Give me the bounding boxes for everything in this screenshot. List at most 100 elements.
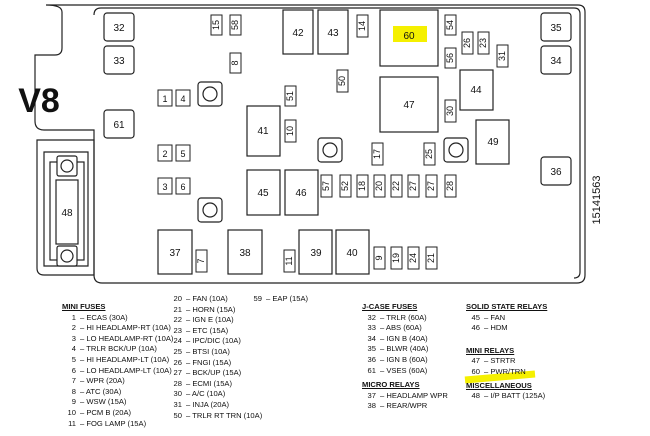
legend-entry-label: HORN (15A): [192, 304, 236, 314]
legend-entry: 25– BTSI (10A): [168, 347, 262, 358]
legend-entry-number: 1: [71, 312, 76, 322]
pos-44: 44: [470, 85, 482, 96]
legend-entry-number: 6: [71, 365, 76, 375]
legend-entry: 31– INJA (20A): [168, 400, 262, 411]
pos-60: 60: [403, 31, 415, 42]
legend-entry-number: 48: [471, 391, 480, 401]
pos-40: 40: [346, 248, 358, 259]
legend-entry-number: 4: [71, 344, 76, 354]
legend-entry-number: 23: [173, 325, 182, 335]
legend-entry-label: PCM B (20A): [86, 407, 132, 417]
pos-25: 25: [424, 149, 434, 159]
legend-entry-label: FAN (10A): [192, 294, 228, 303]
legend-entry-number: 22: [173, 315, 182, 325]
legend-entry: 20– FAN (10A): [168, 294, 262, 305]
legend-entry-number: 36: [367, 354, 376, 364]
pos-49: 49: [487, 137, 499, 148]
pos-35: 35: [550, 23, 562, 34]
legend-entry-label: INJA (20A): [192, 399, 230, 409]
legend-entry: 35– BLWR (40A): [362, 344, 448, 355]
legend-entry: 34– IGN B (40A): [362, 334, 448, 345]
pos-27b: 27: [426, 181, 436, 191]
engine-label: V8: [18, 82, 60, 120]
part-number: 15141563: [591, 176, 603, 225]
legend-entry-number: 27: [173, 368, 182, 378]
legend-entry: 50– TRLR RT TRN (10A): [168, 410, 263, 422]
highlight-60: [393, 26, 427, 42]
legend-entry: 8– ATC (30A): [62, 387, 173, 398]
legend-mini-fuses-3: 59– EAP (15A): [248, 294, 309, 305]
pos-9: 9: [374, 255, 384, 260]
legend-entry-label: ECMI (15A): [192, 378, 233, 388]
legend-entry-label: TRLR RT TRN (10A): [192, 410, 263, 420]
legend-entry: 47– STRTR: [466, 356, 547, 367]
pos-15: 15: [211, 20, 221, 30]
legend-entry-label: BTSI (10A): [192, 346, 230, 356]
legend-entry-label: LO HEADLAMP-LT (10A): [86, 365, 172, 375]
legend-entry: 9– WSW (15A): [62, 397, 173, 408]
highlight-legend-60: [464, 370, 536, 384]
legend-entry-number: 3: [71, 333, 76, 343]
legend-entry: 7– WPR (20A): [62, 376, 173, 387]
pos-7: 7: [196, 258, 206, 263]
pos-58: 58: [230, 20, 240, 30]
legend-entry: 48– I/P BATT (125A): [466, 391, 547, 402]
legend-entry-number: 47: [471, 356, 480, 366]
pos-39: 39: [310, 248, 322, 259]
legend-entry-number: 61: [367, 365, 376, 375]
legend-entry: 27– BCK/UP (15A): [168, 368, 262, 379]
legend-entry: 38– REAR/WPR: [362, 401, 448, 412]
legend-entry: 28– ECMI (15A): [168, 379, 262, 390]
legend-entry-number: 25: [173, 346, 182, 356]
legend-entry-number: 26: [173, 357, 182, 367]
pos-41: 41: [257, 126, 269, 137]
legend-entry: 11– FOG LAMP (15A): [62, 419, 173, 430]
legend-entry-label: FAN: [490, 312, 506, 322]
legend-entry-number: 2: [71, 323, 76, 333]
pos-4: 4: [180, 94, 185, 104]
pos-10: 10: [285, 126, 295, 136]
legend-entry-label: VSES (60A): [386, 365, 428, 375]
pos-23: 23: [478, 38, 488, 48]
legend-entry-label: WPR (20A): [86, 376, 125, 386]
legend-entry-label: REAR/WPR: [386, 401, 428, 411]
pos-42: 42: [292, 28, 304, 39]
pos-52: 52: [340, 181, 350, 191]
pos-1: 1: [162, 94, 167, 104]
pos-20: 20: [374, 181, 384, 191]
legend-entry-number: 46: [471, 323, 480, 333]
legend-entry-number: 60: [471, 366, 480, 376]
legend-entry-number: 35: [367, 344, 376, 354]
pos-47: 47: [403, 100, 415, 111]
pos-8: 8: [230, 60, 240, 65]
pos-48: 48: [61, 208, 73, 219]
legend-entry-number: 38: [367, 401, 376, 411]
pos-33: 33: [113, 56, 125, 67]
legend-entry-number: 37: [367, 390, 376, 400]
legend-entry-number: 5: [71, 354, 76, 364]
legend-entry-label: FNGI (15A): [192, 357, 232, 367]
pos-54: 54: [445, 20, 455, 30]
legend-entry: 4– TRLR BCK/UP (10A): [62, 344, 173, 355]
legend-entry-label: BCK/UP (15A): [192, 368, 242, 378]
legend-entry: 37– HEADLAMP WPR: [362, 391, 448, 402]
pos-19: 19: [391, 253, 401, 263]
pos-27: 27: [408, 181, 418, 191]
legend-entry-label: PWR/TRN: [490, 366, 526, 376]
legend-entry-label: ECAS (30A): [86, 312, 128, 322]
legend-entry-label: FOG LAMP (15A): [86, 418, 147, 428]
pos-34: 34: [550, 56, 562, 67]
legend-entry: 45– FAN: [466, 313, 547, 324]
pos-6: 6: [180, 182, 185, 192]
pos-51: 51: [285, 91, 295, 101]
legend-entry-number: 9: [71, 397, 76, 407]
legend-mini-fuses: MINI FUSES 1– ECAS (30A)2– HI HEADLAMP-R…: [62, 302, 173, 429]
legend-entry: 60– PWR/TRN: [466, 367, 547, 378]
pos-61: 61: [113, 120, 125, 131]
legend-entry: 23– ETC (15A): [168, 326, 262, 337]
pos-46: 46: [295, 188, 307, 199]
legend-entry-label: IGN B (40A): [386, 333, 428, 343]
legend-entry: 24– IPC/DIC (10A): [168, 336, 262, 347]
legend-entry-label: A/C (10A): [191, 389, 226, 399]
pos-17: 17: [372, 149, 382, 159]
